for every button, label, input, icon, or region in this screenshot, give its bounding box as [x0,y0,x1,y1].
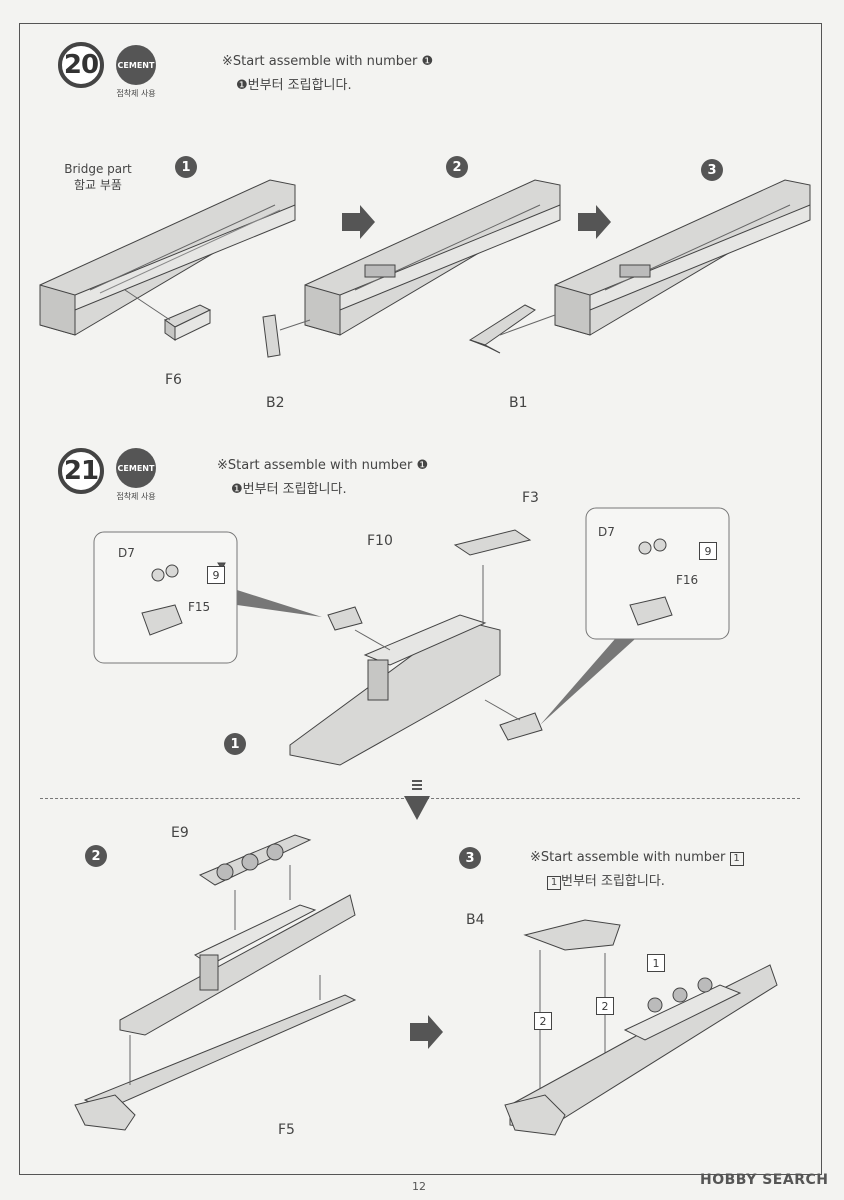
step-21-sub-1: 1 [224,733,246,755]
step-20-illustration [39,179,811,358]
step-20-sub-2: 2 [446,156,468,178]
note3-en-text: ※Start assemble with number [530,850,726,865]
badge-9-left: 9 [207,566,225,584]
part-b4-label: B4 [466,912,485,928]
page-frame [19,23,822,1175]
note3-box-number: 1 [729,852,744,866]
down-arrow-icon [404,780,430,820]
part-f10-label: F10 [367,533,393,549]
part-d7-label-right: D7 [598,525,615,539]
step-21-part23-illustration [74,834,778,1136]
part-b2-label: B2 [266,395,285,411]
step-21-note-en: ※Start assemble with number ❶ [217,458,429,473]
tag-2b: 2 [596,997,614,1015]
step-20-note-en: ※Start assemble with number ❶ [222,54,434,69]
cement-icon: CEMENT [116,448,156,488]
part-f3-label: F3 [522,490,539,506]
part-f15-label: F15 [188,600,211,614]
step-21-sub-2: 2 [85,845,107,867]
part-b1-label: B1 [509,395,528,411]
part-f16-label: F16 [676,573,699,587]
step-20-sub-1: 1 [175,156,197,178]
step-21-sub-3: 3 [459,847,481,869]
step-21-part1-illustration [93,507,730,766]
part-e9-label: E9 [171,825,189,841]
step-21-note-ko: ❶번부터 조립합니다. [231,482,347,497]
note3-ko-text: 번부터 조립합니다. [561,874,665,889]
tag-2a: 2 [534,1012,552,1030]
badge-9-right: 9 [699,542,717,560]
step-20-sub-3: 3 [701,159,723,181]
tag-1: 1 [647,954,665,972]
step-20-number: 20 [58,42,104,88]
step-20-note-ko: ❶번부터 조립합니다. [236,78,352,93]
page-number: 12 [412,1180,426,1193]
watermark: HOBBY SEARCH [700,1172,829,1188]
part-d7-label-left: D7 [118,546,135,560]
note3-ko-box-number: 1 [547,876,561,890]
step-21-note3-en: ※Start assemble with number 1 [530,850,744,866]
part-f5-label: F5 [278,1122,295,1138]
bridge-part-label-ko: 함교 부품 [74,178,122,192]
cement-sub-label: 접착제 사용 [116,492,156,501]
cement-sub-label: 접착제 사용 [116,89,156,98]
bridge-part-label-en: Bridge part [64,162,132,176]
cement-icon: CEMENT [116,45,156,85]
step-21-number: 21 [58,448,104,494]
part-f6-label: F6 [165,372,182,388]
